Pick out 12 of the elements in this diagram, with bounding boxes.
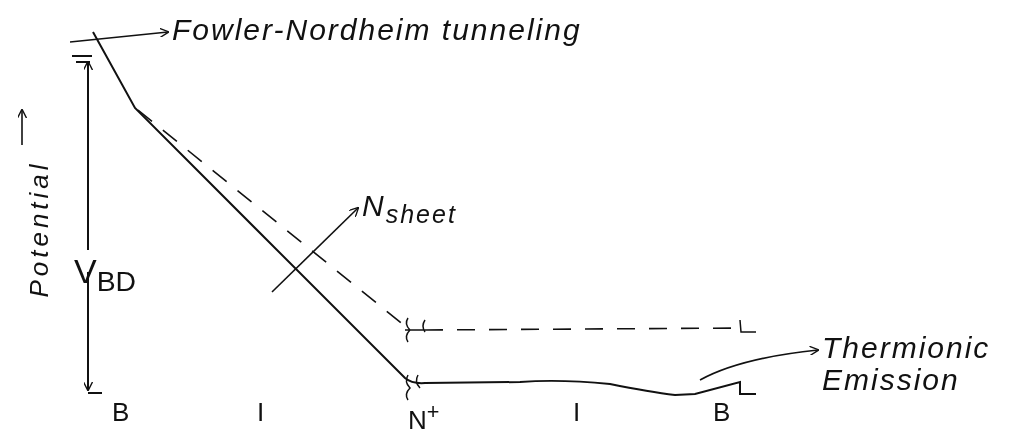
arrow [69, 27, 170, 43]
region-label: B [713, 398, 731, 426]
annotation-text: Fowler-Nordheim tunneling [172, 14, 732, 46]
region-label: I [573, 398, 581, 426]
region-label: N$^{+}$ [408, 398, 440, 432]
region-label: B [112, 398, 130, 426]
region-label: I [257, 398, 265, 426]
arrow [699, 345, 820, 381]
annotation-text: N$_{sheet}$ [362, 190, 502, 230]
axis-label: Potential [24, 160, 53, 298]
arrow [271, 206, 360, 293]
annotation-text: Thermionic Emission [822, 332, 1012, 396]
